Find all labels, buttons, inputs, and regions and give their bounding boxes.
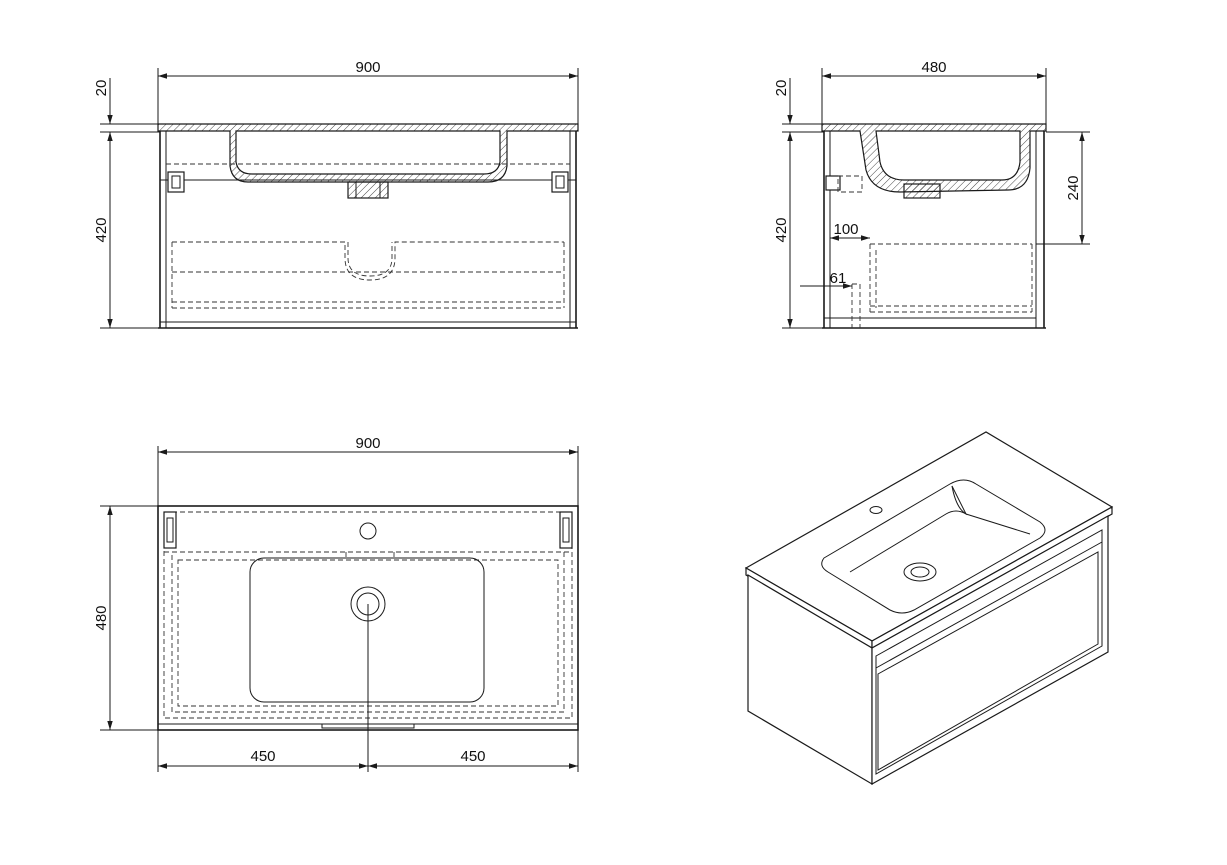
hidden-line — [837, 175, 863, 193]
basin-interior — [235, 130, 501, 175]
bracket-detail — [555, 175, 565, 189]
side-height-label: 420 — [773, 217, 790, 242]
isometric-view — [744, 431, 1114, 786]
bracket-detail — [562, 517, 570, 543]
front-section-view: 900 20 420 — [93, 59, 579, 329]
side-setback-label: 61 — [830, 270, 847, 287]
tap-hole-icon — [359, 522, 377, 540]
drawer-cutout-hidden-line — [347, 242, 393, 277]
front-width-label: 900 — [355, 59, 380, 76]
bracket-detail — [171, 175, 181, 189]
iso-tap-hole-icon — [869, 506, 883, 514]
front-height-label: 420 — [93, 217, 110, 242]
iso-drain-outer-icon — [903, 562, 937, 582]
side-inset-label: 100 — [833, 221, 858, 238]
front-top-thickness-label: 20 — [93, 80, 110, 97]
bracket-icon — [825, 175, 841, 191]
bracket-icon — [551, 171, 569, 193]
drain-section — [347, 181, 389, 199]
iso-cabinet-front-face — [871, 514, 1109, 786]
side-section-view: 480 20 420 240 — [773, 59, 1090, 329]
side-depth-label: 480 — [921, 59, 946, 76]
plan-left-half-label: 450 — [250, 748, 275, 765]
plan-view: 900 480 450 450 — [93, 435, 579, 772]
iso-drawer-top-rail — [875, 541, 1103, 669]
iso-drawer-inner — [877, 551, 1099, 771]
hidden-line — [851, 283, 861, 328]
iso-countertop-side-edge — [871, 505, 1113, 650]
plan-depth-label: 480 — [93, 605, 110, 630]
bracket-icon — [163, 511, 177, 549]
iso-basin-inner-edge — [951, 485, 1031, 535]
iso-basin-outline — [821, 479, 1046, 614]
side-top-thickness-label: 20 — [773, 80, 790, 97]
side-basin-interior — [875, 130, 1021, 181]
drawer-cutout-hidden-line — [172, 241, 564, 281]
basin-outline — [249, 557, 485, 703]
iso-drain-inner-icon — [910, 566, 930, 578]
bracket-icon — [167, 171, 185, 193]
bracket-icon — [559, 511, 573, 549]
bracket-detail — [166, 517, 174, 543]
plan-width-label: 900 — [355, 435, 380, 452]
side-drain-section — [903, 183, 941, 199]
side-drain-height-label: 240 — [1065, 175, 1082, 200]
plan-right-half-label: 450 — [460, 748, 485, 765]
iso-drawer-frame — [875, 529, 1103, 775]
